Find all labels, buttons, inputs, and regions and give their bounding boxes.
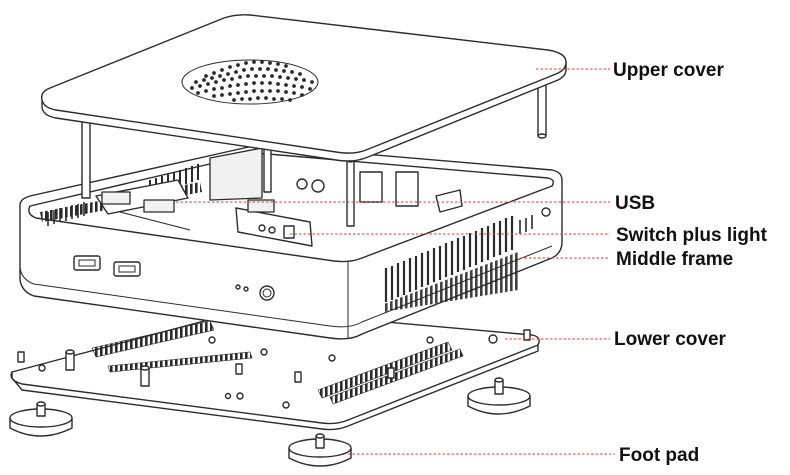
lower-cover xyxy=(10,309,540,431)
leader-lines xyxy=(176,68,615,455)
usb-board xyxy=(95,179,191,231)
front-power-button xyxy=(235,284,275,301)
label-foot-pad: Foot pad xyxy=(619,445,699,466)
front-usb-ports xyxy=(73,255,141,277)
label-switch-plus-light: Switch plus light xyxy=(616,225,768,246)
label-upper-cover: Upper cover xyxy=(613,60,724,81)
switch-light-board xyxy=(235,199,313,247)
foot-pad-front xyxy=(288,433,352,467)
upper-cover-vent-grid xyxy=(181,59,319,105)
upper-cover xyxy=(40,14,567,162)
label-middle-frame: Middle frame xyxy=(616,249,733,270)
middle-frame-right-vents xyxy=(384,216,514,302)
lower-cover-standoffs xyxy=(17,329,531,409)
label-lower-cover: Lower cover xyxy=(614,329,727,350)
label-usb: USB xyxy=(615,193,655,214)
foot-pad-left xyxy=(9,401,73,437)
middle-frame xyxy=(19,145,563,340)
part-labels: Upper cover USB Switch plus light Middle… xyxy=(613,60,768,466)
lower-cover-vents xyxy=(91,320,464,405)
foot-pad-right xyxy=(467,377,531,415)
